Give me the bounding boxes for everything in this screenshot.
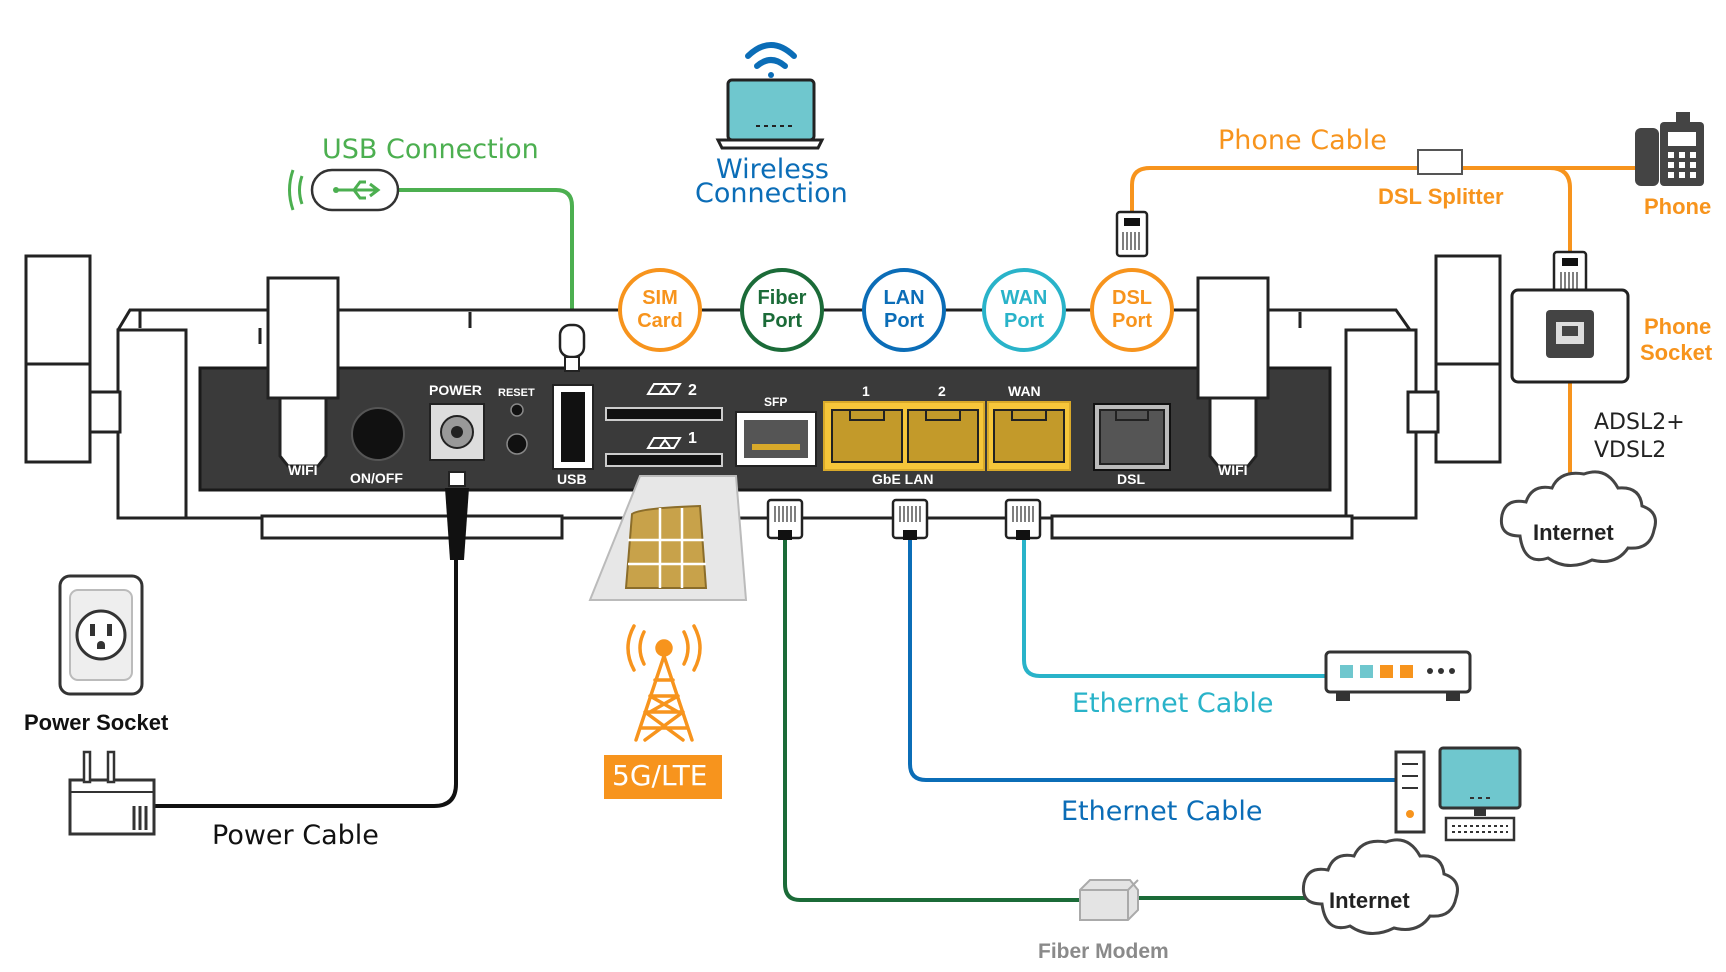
phone-socket-label-line2: Socket: [1640, 340, 1713, 365]
vdsl-label: VDSL2: [1594, 438, 1667, 463]
badge-wan-line1: WAN: [1000, 287, 1048, 309]
ethernet-cable-lan-label: Ethernet Cable: [1061, 796, 1263, 827]
sim-card-icon: [588, 475, 748, 601]
mobile-badge: [604, 755, 722, 799]
badge-fiber-line2: Port: [762, 310, 802, 332]
power-socket-label: Power Socket: [24, 710, 169, 735]
router-label-wifi-left: WIFI: [288, 462, 318, 478]
mobile-label: 5G/LTE: [612, 759, 708, 792]
router-label-onoff: ON/OFF: [350, 470, 403, 486]
laptop-icon: [715, 78, 825, 150]
badge-dsl-line1: DSL: [1112, 287, 1152, 309]
phone-socket-icon: [1510, 288, 1630, 384]
router-label-gbe-lan: GbE LAN: [872, 471, 934, 487]
phone-cable-socket: [1460, 166, 1572, 260]
network-switch-icon: [1324, 650, 1472, 701]
router-label-sfp: SFP: [764, 395, 788, 409]
telephone-icon: [1635, 112, 1704, 186]
badge-lan-line2: Port: [884, 310, 924, 332]
rj45-plug-icon: [766, 498, 1042, 540]
badge-wan-port: WAN Port: [982, 268, 1066, 352]
fiber-modem-icon: [1079, 879, 1139, 921]
router-label-dsl: DSL: [1117, 471, 1145, 487]
phone-cable-dsl: [1130, 166, 1420, 214]
usb-stick-icon: [288, 168, 400, 212]
usb-connection-label: USB Connection: [322, 134, 539, 165]
internet-fiber-label: Internet: [1329, 888, 1410, 913]
router-label-sim1: 1: [688, 430, 697, 447]
badge-dsl-port: DSL Port: [1090, 268, 1174, 352]
router-label-wifi-right: WIFI: [1218, 462, 1248, 478]
router-icon: [24, 254, 1502, 540]
wifi-icon: [745, 42, 797, 78]
router-label-power: POWER: [429, 382, 482, 398]
desktop-computer-icon: [1394, 746, 1522, 842]
power-plug-icon: [445, 471, 469, 560]
power-outlet-icon: [58, 574, 144, 696]
power-adapter-icon: [68, 750, 156, 836]
badge-sim-card: SIM Card: [618, 268, 702, 352]
badge-fiber-line1: Fiber: [757, 287, 807, 309]
power-cable: [148, 558, 458, 808]
phone-label: Phone: [1644, 194, 1712, 219]
usb-plug-icon: [558, 323, 586, 372]
wireless-label-line1: Wireless: [716, 154, 829, 185]
cell-tower-icon: [626, 624, 702, 742]
adsl-label: ADSL2+: [1594, 410, 1685, 435]
fiber-cable: [783, 538, 1082, 902]
wan-cable: [1022, 538, 1328, 678]
dsl-splitter-icon: [1417, 149, 1463, 175]
rj11-plug-icon: [1115, 210, 1588, 300]
router-label-sim2: 2: [688, 382, 697, 399]
badge-sim-line1: SIM: [642, 287, 678, 309]
badge-wan-line2: Port: [1004, 310, 1044, 332]
router-label-reset: RESET: [498, 387, 535, 399]
wireless-label-line2: Connection: [695, 178, 848, 209]
badge-dsl-line2: Port: [1112, 310, 1152, 332]
ethernet-cable-wan-label: Ethernet Cable: [1072, 688, 1274, 719]
lan-cable: [908, 538, 1398, 782]
cloud-icon: [1301, 838, 1459, 935]
router-label-lan1: 1: [862, 383, 870, 399]
fiber-modem-label: Fiber Modem: [1038, 940, 1169, 963]
badge-lan-port: LAN Port: [862, 268, 946, 352]
router-label-wan: WAN: [1008, 383, 1041, 399]
badge-fiber-port: Fiber Port: [740, 268, 824, 352]
internet-dsl-label: Internet: [1533, 520, 1614, 545]
dsl-splitter-label: DSL Splitter: [1378, 184, 1504, 209]
phone-socket-label-line1: Phone: [1644, 314, 1712, 339]
router-label-usb: USB: [557, 471, 587, 487]
badge-lan-line1: LAN: [883, 287, 925, 309]
phone-cable-label: Phone Cable: [1218, 125, 1387, 156]
cloud-icon: [1499, 470, 1657, 567]
router-label-lan2: 2: [938, 383, 946, 399]
badge-sim-line2: Card: [637, 310, 683, 332]
power-cable-label: Power Cable: [212, 820, 379, 851]
usb-cable: [396, 188, 574, 327]
